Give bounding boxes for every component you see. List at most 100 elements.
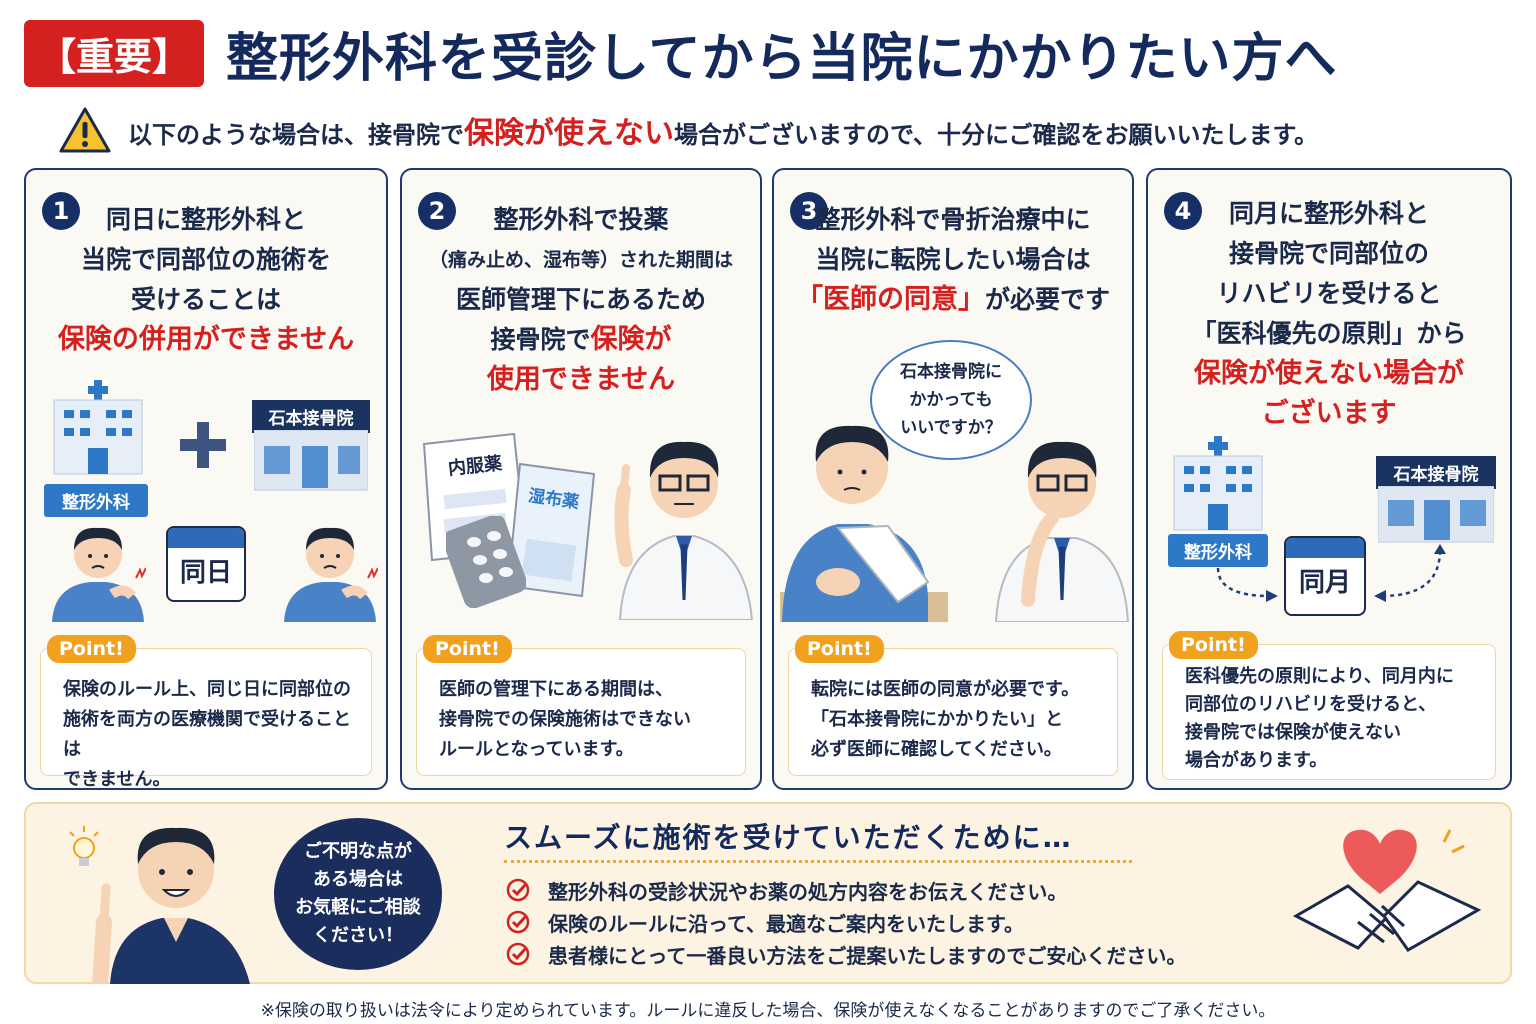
- bubble-line: お気軽にご相談: [295, 897, 421, 918]
- card-text: 同日に整形外科と 当院で同部位の施術を 受けることは 保険の併用ができません: [26, 200, 386, 360]
- speech-line: かかっても: [909, 390, 993, 410]
- handshake-heart-icon: [1292, 829, 1482, 952]
- point-line: 「石本接骨院にかかりたい」と: [811, 709, 1063, 730]
- warning-text: 以下のような場合は、接骨院で保険が使えない場合がございますので、十分にご確認をお…: [128, 108, 1318, 152]
- point-tag: Point!: [795, 635, 884, 663]
- clinic-label: 石本接骨院: [252, 400, 370, 433]
- point-line: 保険のルール上、同じ日に同部位の: [63, 679, 351, 700]
- point-box: Point! 医師の管理下にある期間は、 接骨院での保険施術はできない ルールと…: [416, 635, 746, 776]
- point-line: 接骨院では保険が使えない: [1185, 722, 1401, 743]
- arrow-right-icon: [1374, 544, 1446, 602]
- calendar-icon: 同日: [166, 526, 246, 602]
- point-box: Point! 転院には医師の同意が必要です。 「石本接骨院にかかりたい」と 必ず…: [788, 635, 1118, 776]
- card-line: 同月に整形外科と: [1228, 199, 1429, 228]
- card-line-before: 接骨院で: [490, 325, 591, 354]
- card-line: （痛み止め、湿布等）された期間は: [428, 249, 733, 271]
- consultation-panel: ご不明な点が ある場合は お気軽にご相談 ください！ スムーズに施術を受けていた…: [24, 802, 1512, 984]
- card-line: 接骨院で同部位の: [1228, 239, 1429, 268]
- card-red-inline: 保険が: [590, 324, 672, 355]
- header: 【重要】 整形外科を受診してから当院にかかりたい方へ: [24, 14, 1514, 92]
- point-tag: Point!: [1169, 631, 1258, 659]
- card-line: 受けることは: [130, 285, 281, 314]
- card-line: 「医科優先の原則」から: [1191, 319, 1467, 348]
- doctor-pointing-icon: [614, 441, 754, 620]
- hospital-icon: [1173, 434, 1263, 531]
- card-red-line: 保険が使えない場合が: [1194, 358, 1464, 389]
- speech-line: いいですか？: [900, 418, 1002, 438]
- card-text: 同月に整形外科と 接骨院で同部位の リハビリを受けると 「医科優先の原則」から …: [1148, 194, 1510, 434]
- card-line-after: が必要です: [984, 285, 1110, 314]
- calendar-icon: 同月: [1284, 536, 1366, 616]
- warning-icon: [59, 107, 111, 153]
- card-red-line: ございます: [1261, 398, 1397, 429]
- patient-pain-icon: [52, 527, 146, 622]
- card-line: 整形外科で投薬: [493, 205, 669, 234]
- warning-banner: 以下のような場合は、接骨院で保険が使えない場合がございますので、十分にご確認をお…: [58, 104, 1498, 156]
- panel-title: スムーズに施術を受けていただくために…: [504, 821, 1073, 854]
- card-line: 当院で同部位の施術を: [80, 245, 331, 274]
- point-tag: Point!: [47, 635, 136, 663]
- page-title: 整形外科を受診してから当院にかかりたい方へ: [226, 28, 1338, 89]
- card-line: リハビリを受けると: [1216, 279, 1442, 308]
- calendar-label: 同月: [1298, 568, 1351, 598]
- patient-pain-icon: [284, 527, 378, 622]
- plus-icon: [180, 422, 226, 468]
- arrow-left-icon: [1216, 567, 1278, 602]
- point-text: 医師の管理下にある期間は、 接骨院での保険施術はできない ルールとなっています。: [439, 675, 733, 765]
- hospital-label: 整形外科: [1168, 534, 1268, 567]
- card-red-text: 「医師の同意」: [795, 284, 985, 315]
- point-box: Point! 保険のルール上、同じ日に同部位の 施術を両方の医療機関で受けること…: [40, 635, 372, 790]
- card-medication: 2 整形外科で投薬 （痛み止め、湿布等）された期間は 医師管理下にあるため 接骨…: [400, 168, 762, 790]
- point-line: 場合があります。: [1185, 750, 1328, 771]
- check-text: 患者様にとって一番良い方法をご提案いたしますのでご安心ください。: [548, 943, 1187, 968]
- hospital-icon: [53, 378, 143, 475]
- card-line: 医師管理下にあるため: [455, 285, 706, 314]
- card-text: 整形外科で骨折治療中に 当院に転院したい場合は 「医師の同意」が必要です: [774, 200, 1132, 320]
- point-line: できません。: [63, 769, 171, 790]
- warning-highlight: 保険が使えない: [464, 116, 674, 151]
- card-line: 整形外科で骨折治療中に: [815, 205, 1091, 234]
- check-list: 整形外科の受診状況やお薬の処方内容をお伝えください。 保険のルールに沿って、最適…: [506, 874, 1186, 970]
- clinic-label: 石本接骨院: [1376, 456, 1496, 489]
- point-line: 同部位のリハビリを受けると、: [1185, 694, 1437, 715]
- card-same-month: 4 同月に整形外科と 接骨院で同部位の リハビリを受けると 「医科優先の原則」か…: [1146, 168, 1512, 790]
- warning-text-before: 以下のような場合は、接骨院で: [128, 121, 464, 149]
- lightbulb-icon: [69, 826, 99, 866]
- check-item: 保険のルールに沿って、最適なご案内をいたします。: [506, 906, 1186, 938]
- doctor-thinking-icon: [994, 441, 1130, 622]
- card-number: 1: [42, 192, 80, 230]
- check-text: 保険のルールに沿って、最適なご案内をいたします。: [548, 911, 1024, 936]
- card-text: 整形外科で投薬 （痛み止め、湿布等）された期間は 医師管理下にあるため 接骨院で…: [402, 200, 760, 400]
- pill-blister-icon: [446, 516, 526, 608]
- speech-line: 石本接骨院に: [900, 362, 1002, 382]
- point-box: Point! 医科優先の原則により、同月内に 同部位のリハビリを受けると、 接骨…: [1162, 631, 1496, 780]
- hospital-label: 整形外科: [44, 484, 148, 517]
- point-line: 転院には医師の同意が必要です。: [811, 679, 1080, 700]
- card-same-day: 1 同日に整形外科と 当院で同部位の施術を 受けることは 保険の併用ができません…: [24, 168, 388, 790]
- clinic-building-icon: [1378, 486, 1494, 543]
- card-fracture-transfer: 3 整形外科で骨折治療中に 当院に転院したい場合は 「医師の同意」が必要です 石…: [772, 168, 1134, 790]
- footnote: ※保険の取り扱いは法令により定められています。ルールに違反した場合、保険が使えな…: [260, 1001, 1276, 1021]
- point-text: 医科優先の原則により、同月内に 同部位のリハビリを受けると、 接骨院では保険が使…: [1185, 663, 1483, 775]
- card-line: 「医師の同意」が必要です: [774, 280, 1132, 320]
- card-number: 3: [790, 192, 828, 230]
- card-number: 4: [1164, 192, 1202, 230]
- point-tag: Point!: [423, 635, 512, 663]
- card-line: 同日に整形外科と: [105, 205, 306, 234]
- bubble-line: ご不明な点が: [303, 841, 412, 862]
- card-red-text: 保険の併用ができません: [57, 324, 355, 355]
- bubble-line: ある場合は: [312, 869, 403, 890]
- card-red-text: 使用できません: [486, 364, 676, 395]
- card-line: 当院に転院したい場合は: [815, 245, 1091, 274]
- point-line: 必ず医師に確認してください。: [811, 739, 1062, 760]
- calendar-label: 同日: [179, 558, 232, 588]
- patient-sling-icon: [780, 425, 948, 622]
- point-line: 医師の管理下にある期間は、: [439, 679, 673, 700]
- important-badge: 【重要】: [24, 19, 205, 87]
- point-line: ルールとなっています。: [439, 739, 634, 760]
- card-line: 接骨院で保険が: [402, 320, 760, 360]
- check-circle-icon: [506, 942, 530, 966]
- clinic-building-icon: [254, 430, 368, 491]
- point-text: 転院には医師の同意が必要です。 「石本接骨院にかかりたい」と 必ず医師に確認して…: [811, 675, 1105, 765]
- point-line: 施術を両方の医療機関で受けることは: [63, 709, 351, 760]
